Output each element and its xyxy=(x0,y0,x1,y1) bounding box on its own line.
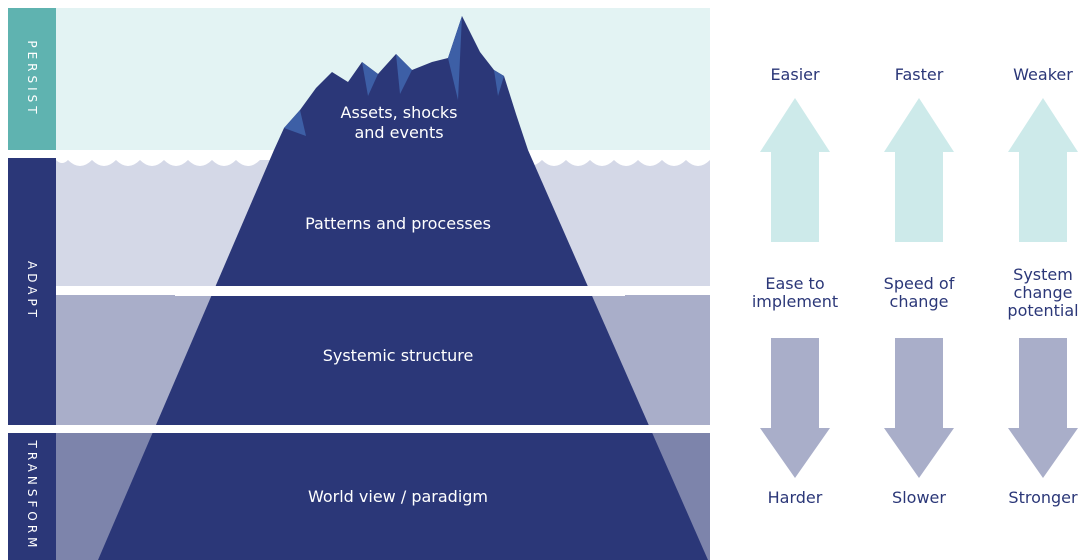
down-arrow-2 xyxy=(884,338,954,478)
layer-divider-gap xyxy=(175,293,625,296)
col1-middle-label: Ease to implement xyxy=(752,275,838,311)
layer-structure-label: Systemic structure xyxy=(322,346,474,365)
col3-bottom-label: Stronger xyxy=(1008,488,1078,507)
iceberg-peak-facet xyxy=(494,70,504,96)
transform-band xyxy=(8,433,56,560)
col1-bottom-label: Harder xyxy=(767,488,823,507)
col3-middle-label: System change potential xyxy=(1007,266,1078,320)
up-arrow-3 xyxy=(1008,98,1078,242)
iceberg-tip-label: Assets, shocks and events xyxy=(341,103,458,143)
layer-patterns-label: Patterns and processes xyxy=(305,214,491,233)
iceberg-tip-line1: Assets, shocks xyxy=(340,103,458,122)
col3-middle-line2: change xyxy=(1013,283,1073,302)
col2-middle-line1: Speed of xyxy=(883,274,955,293)
col2-middle-label: Speed of change xyxy=(884,275,955,311)
iceberg-body xyxy=(98,150,708,560)
iceberg-peak-facet xyxy=(284,110,306,136)
iceberg-diagram xyxy=(8,8,710,560)
col2-top-label: Faster xyxy=(894,65,944,84)
layer-worldview-label: World view / paradigm xyxy=(307,487,489,506)
layer-divider xyxy=(56,425,710,433)
col1-top-label: Easier xyxy=(770,65,820,84)
col1-middle-line1: Ease to xyxy=(765,274,825,293)
iceberg-peak-facet xyxy=(448,16,462,100)
col3-top-label: Weaker xyxy=(1013,65,1073,84)
col3-middle-line3: potential xyxy=(1007,301,1079,320)
down-arrow-3 xyxy=(1008,338,1078,478)
persist-band xyxy=(8,8,56,150)
adapt-band xyxy=(8,158,56,425)
iceberg-tip-line2: and events xyxy=(354,123,444,142)
up-arrow-2 xyxy=(884,98,954,242)
layer-divider xyxy=(56,286,710,295)
iceberg-peak-facet xyxy=(362,62,378,96)
col1-middle-line2: implement xyxy=(751,292,839,311)
col2-bottom-label: Slower xyxy=(892,488,946,507)
iceberg-peak-facet xyxy=(396,54,412,94)
col3-middle-line1: System xyxy=(1013,265,1073,284)
down-arrow-1 xyxy=(760,338,830,478)
col2-middle-line2: change xyxy=(889,292,949,311)
up-arrow-1 xyxy=(760,98,830,242)
